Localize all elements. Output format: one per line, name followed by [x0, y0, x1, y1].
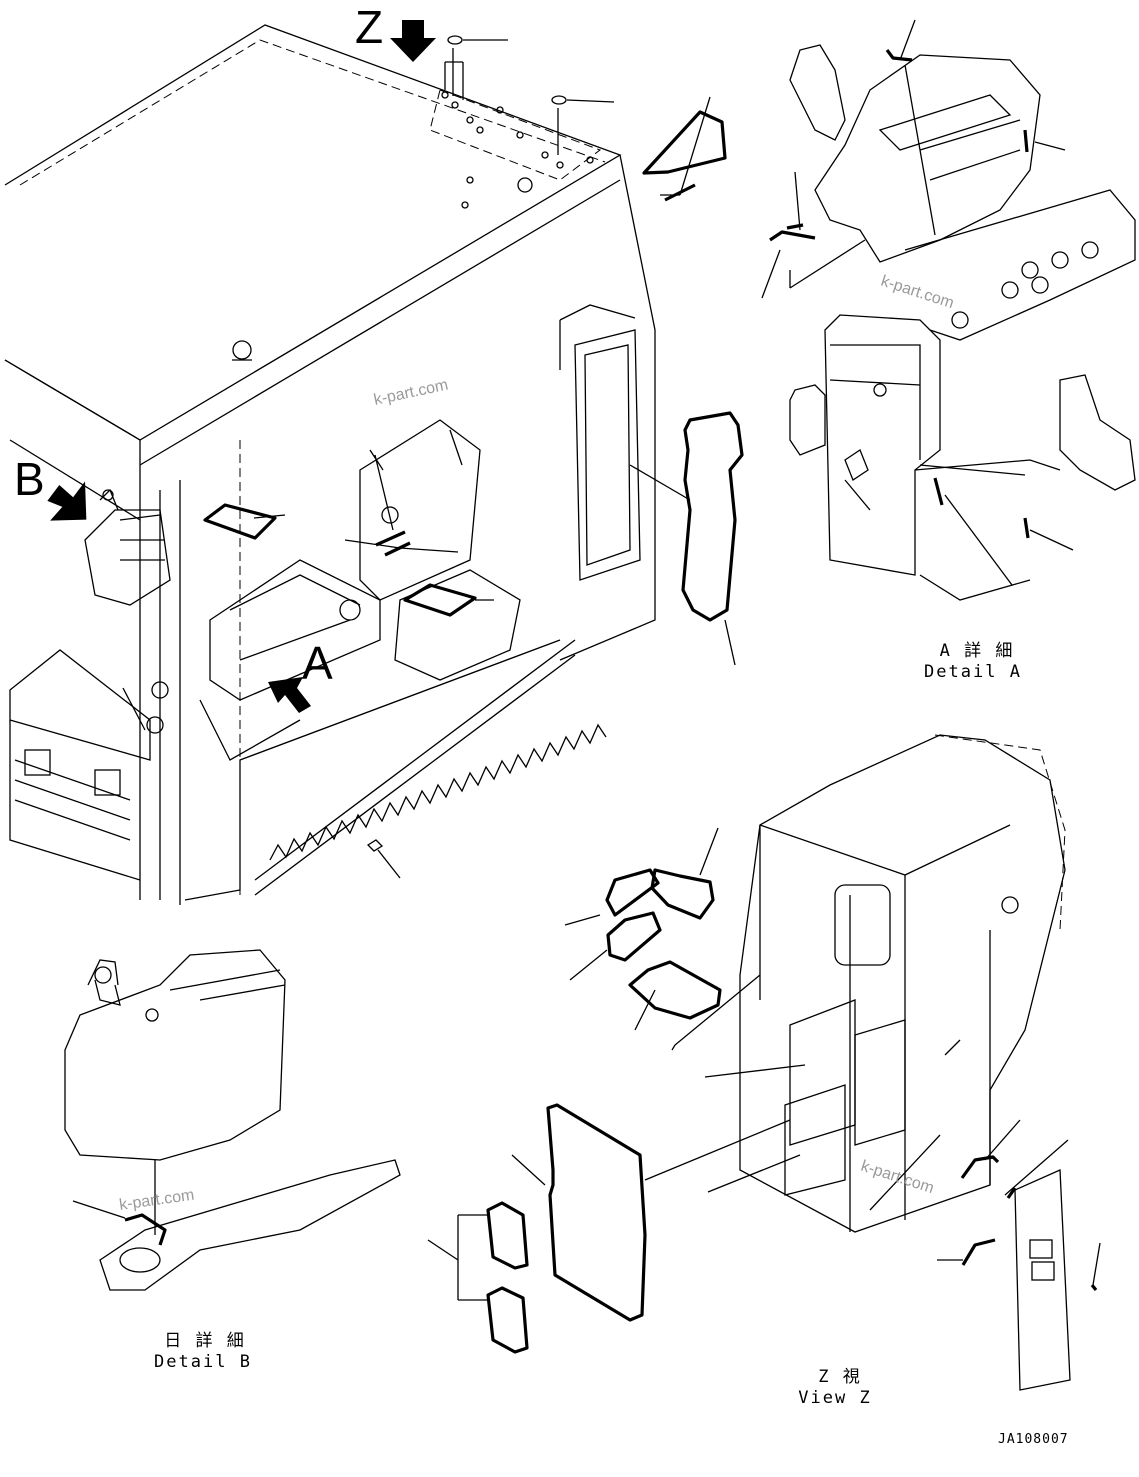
drawing-number: JA108007	[998, 1432, 1069, 1447]
watermark-text: k-part.com	[118, 1187, 195, 1214]
arrow-b-icon	[47, 481, 87, 521]
watermark-text: k-part.com	[879, 273, 956, 313]
roof-bolt-holes	[441, 91, 594, 209]
gaskets-main	[203, 110, 744, 622]
view-arrows	[47, 20, 436, 713]
view-z-drawing	[427, 734, 1101, 1391]
detail-a-caption-en: Detail A	[924, 662, 1022, 682]
arrow-z-icon	[390, 20, 436, 62]
detail-b-caption-en: Detail B	[154, 1352, 252, 1372]
view-a-marker-label: A	[302, 637, 333, 689]
watermark-text: k-part.com	[372, 377, 449, 409]
view-z-marker-label: Z	[355, 1, 384, 53]
arrow-a-icon	[268, 677, 311, 713]
detail-a-caption-jp: A 詳 細	[939, 641, 1015, 661]
watermark-text: k-part.com	[859, 1158, 936, 1198]
view-z-caption-en: View Z	[798, 1388, 872, 1408]
detail-b-caption-jp: 日 詳 細	[164, 1331, 246, 1351]
wire-clip-rail	[254, 639, 607, 896]
plug-caps	[444, 35, 615, 155]
view-z-caption-jp: Z 視	[818, 1367, 862, 1387]
detail-a-drawing	[761, 19, 1136, 601]
view-b-marker-label: B	[14, 453, 45, 505]
detail-b-drawing	[64, 949, 401, 1291]
cab-assembly	[4, 24, 656, 905]
leader-lines-main	[122, 96, 736, 731]
